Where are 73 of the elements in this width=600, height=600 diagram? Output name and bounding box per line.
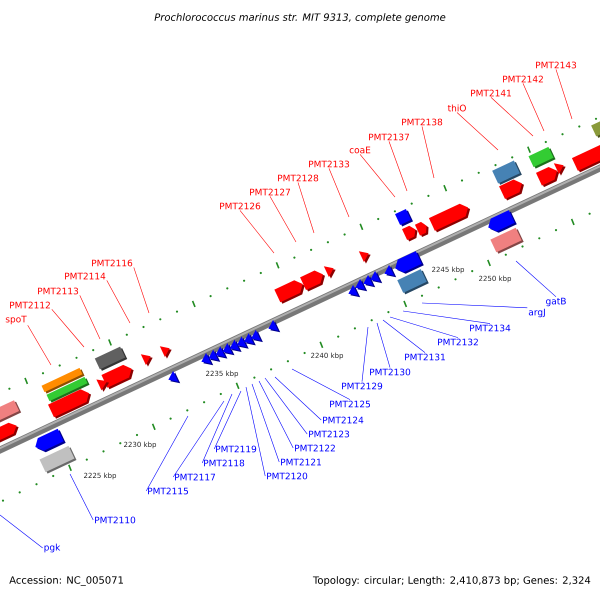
gene-label: PMT2129: [342, 382, 382, 390]
leader-line: [328, 168, 350, 218]
leader-line: [522, 83, 544, 132]
leader-line: [298, 182, 314, 234]
leader-line: [258, 380, 294, 448]
gene-label: PMT2119: [216, 446, 256, 452]
leader-line: [292, 368, 350, 400]
leader-line: [27, 324, 52, 366]
gene-label: PMT2134: [470, 324, 510, 332]
leader-line: [362, 326, 368, 382]
leader-line: [0, 514, 43, 548]
gene-label: PMT2112: [10, 302, 50, 308]
gene-label: spoT: [6, 316, 27, 324]
leader-line: [360, 154, 396, 198]
leader-line: [376, 322, 390, 368]
gene-label: PMT2127: [250, 188, 290, 196]
gene-label: PMT2143: [536, 62, 576, 68]
leader-line: [270, 196, 296, 242]
leader-line: [382, 320, 426, 353]
gene-label: PMT2126: [220, 202, 260, 210]
leader-line: [422, 302, 528, 308]
leader-line: [146, 416, 188, 492]
leader-line: [556, 69, 572, 120]
gene-label: PMT2133: [309, 160, 350, 168]
accession-text: Accession: NC_005071: [9, 576, 123, 586]
leader-line: [172, 400, 224, 478]
gene-label: PMT2123: [309, 430, 350, 438]
gene-label: PMT2113: [38, 288, 78, 294]
leader-line: [70, 474, 94, 520]
leader-line: [52, 309, 84, 348]
gene-label: PMT2124: [323, 416, 364, 424]
leader-line: [274, 376, 322, 420]
leader-line: [80, 295, 100, 340]
gene-label: PMT2130: [370, 368, 410, 376]
gene-label: PMT2117: [175, 474, 216, 480]
gene-label: PMT2131: [405, 354, 445, 360]
leader-line: [134, 267, 150, 314]
gene-label: PMT2121: [281, 458, 321, 466]
leader-line: [202, 394, 232, 464]
gene-label: PMT2110: [95, 516, 136, 524]
gene-label: PMT2138: [402, 118, 442, 126]
gene-label: gatB: [546, 298, 566, 306]
gene-label: PMT2116: [92, 260, 132, 266]
leader-line: [106, 280, 130, 324]
gene-label: coaE: [350, 146, 370, 154]
leader-line: [264, 378, 308, 434]
gene-label: PMT2115: [148, 488, 188, 494]
title: Prochlorococcus marinus str. MIT 9313, complete genome: [154, 13, 446, 23]
leader-line: [402, 310, 490, 324]
gene-label: PMT2114: [65, 272, 106, 280]
leader-line: [490, 97, 534, 136]
leader-line: [456, 112, 498, 150]
leader-line: [422, 126, 434, 178]
gene-label: PMT2118: [204, 460, 244, 466]
gene-label: thiO: [448, 104, 466, 112]
leader-line: [214, 390, 242, 450]
gene-label: PMT2137: [369, 134, 410, 140]
gene-label: PMT2120: [267, 472, 308, 480]
gene-label: pgk: [44, 544, 60, 552]
leader-line: [252, 384, 280, 462]
gene-label: PMT2125: [330, 400, 370, 408]
genome-summary-text: Topology: circular; Length: 2,410,873 bp; Genes: 2,324: [312, 576, 590, 586]
gene-label: PMT2122: [295, 444, 335, 452]
leader-line: [240, 210, 274, 254]
leader-line: [388, 141, 408, 192]
gene-label: PMT2141: [471, 90, 511, 96]
leader-line: [390, 316, 458, 338]
leader-line: [516, 260, 556, 298]
leader-line: [246, 386, 266, 476]
gene-label: PMT2128: [278, 174, 318, 182]
gene-label: PMT2132: [438, 338, 478, 346]
gene-label: PMT2142: [503, 76, 543, 82]
gene-label: argJ: [528, 308, 545, 318]
